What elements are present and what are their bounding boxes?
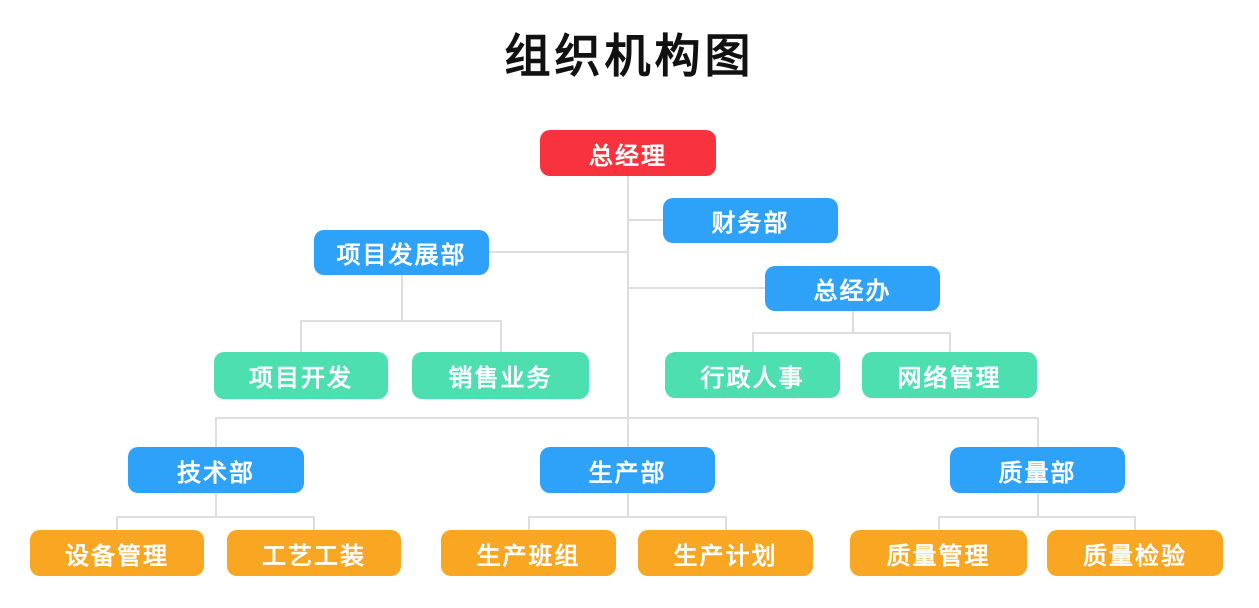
connector-line	[116, 516, 315, 518]
connector-line	[313, 516, 315, 530]
connector-line	[627, 176, 629, 447]
connector-line	[1036, 417, 1039, 447]
org-node-sales-business: 销售业务	[412, 352, 589, 399]
org-node-label: 销售业务	[448, 365, 553, 392]
org-node-quality-dept: 质量部	[950, 447, 1125, 493]
connector-line	[724, 516, 727, 530]
org-node-label: 财务部	[711, 210, 790, 237]
connector-line	[499, 320, 502, 352]
org-node-label: 总经办	[813, 278, 892, 305]
org-node-finance-dept: 财务部	[663, 198, 838, 243]
org-node-gm-office: 总经办	[765, 266, 940, 311]
connector-line	[628, 219, 663, 221]
org-node-process-tooling: 工艺工装	[227, 530, 401, 576]
connector-line	[527, 516, 727, 518]
org-node-label: 工艺工装	[262, 542, 366, 570]
org-node-quality-inspection: 质量检验	[1047, 530, 1223, 576]
org-node-label: 生产班组	[476, 542, 581, 570]
org-node-label: 项目开发	[249, 365, 353, 392]
org-node-label: 行政人事	[700, 364, 805, 392]
connector-line	[626, 493, 629, 518]
connector-line	[300, 320, 502, 322]
connector-line	[215, 493, 217, 518]
org-node-label: 质量管理	[886, 542, 991, 570]
org-node-admin-hr: 行政人事	[665, 352, 840, 398]
org-node-project-development: 项目开发	[214, 352, 388, 399]
connector-line	[116, 516, 118, 530]
org-node-production-team: 生产班组	[441, 530, 616, 576]
connector-line	[628, 287, 765, 289]
org-node-network-mgmt: 网络管理	[862, 352, 1037, 398]
org-node-quality-mgmt: 质量管理	[850, 530, 1027, 576]
org-node-label: 生产计划	[673, 542, 778, 570]
org-node-general-manager: 总经理	[540, 130, 716, 176]
connector-line	[937, 516, 940, 530]
connector-line	[751, 332, 754, 352]
org-node-label: 质量检验	[1083, 542, 1187, 570]
connector-line	[300, 320, 302, 352]
org-node-label: 网络管理	[897, 364, 1002, 392]
connector-line	[751, 332, 951, 334]
connector-line	[626, 417, 629, 447]
org-node-project-dev-dept: 项目发展部	[314, 230, 489, 275]
org-node-label: 项目发展部	[336, 242, 467, 269]
chart-title: 组织机构图	[504, 30, 755, 82]
org-node-tech-dept: 技术部	[128, 447, 304, 493]
connector-line	[400, 275, 403, 322]
org-node-equipment-mgmt: 设备管理	[30, 530, 204, 576]
connector-line	[937, 516, 1136, 518]
connector-line	[1134, 516, 1136, 530]
connector-line	[489, 251, 628, 253]
org-node-label: 总经理	[589, 142, 667, 170]
org-node-label: 技术部	[177, 459, 255, 487]
org-node-label: 生产部	[588, 459, 667, 487]
connector-line	[527, 516, 530, 530]
org-node-label: 质量部	[998, 459, 1077, 487]
org-node-label: 设备管理	[65, 542, 169, 570]
connector-line	[851, 311, 854, 334]
connector-line	[948, 332, 951, 352]
connector-line	[1036, 493, 1039, 518]
org-node-production-plan: 生产计划	[638, 530, 813, 576]
org-node-production-dept: 生产部	[540, 447, 715, 493]
connector-line	[215, 417, 217, 447]
